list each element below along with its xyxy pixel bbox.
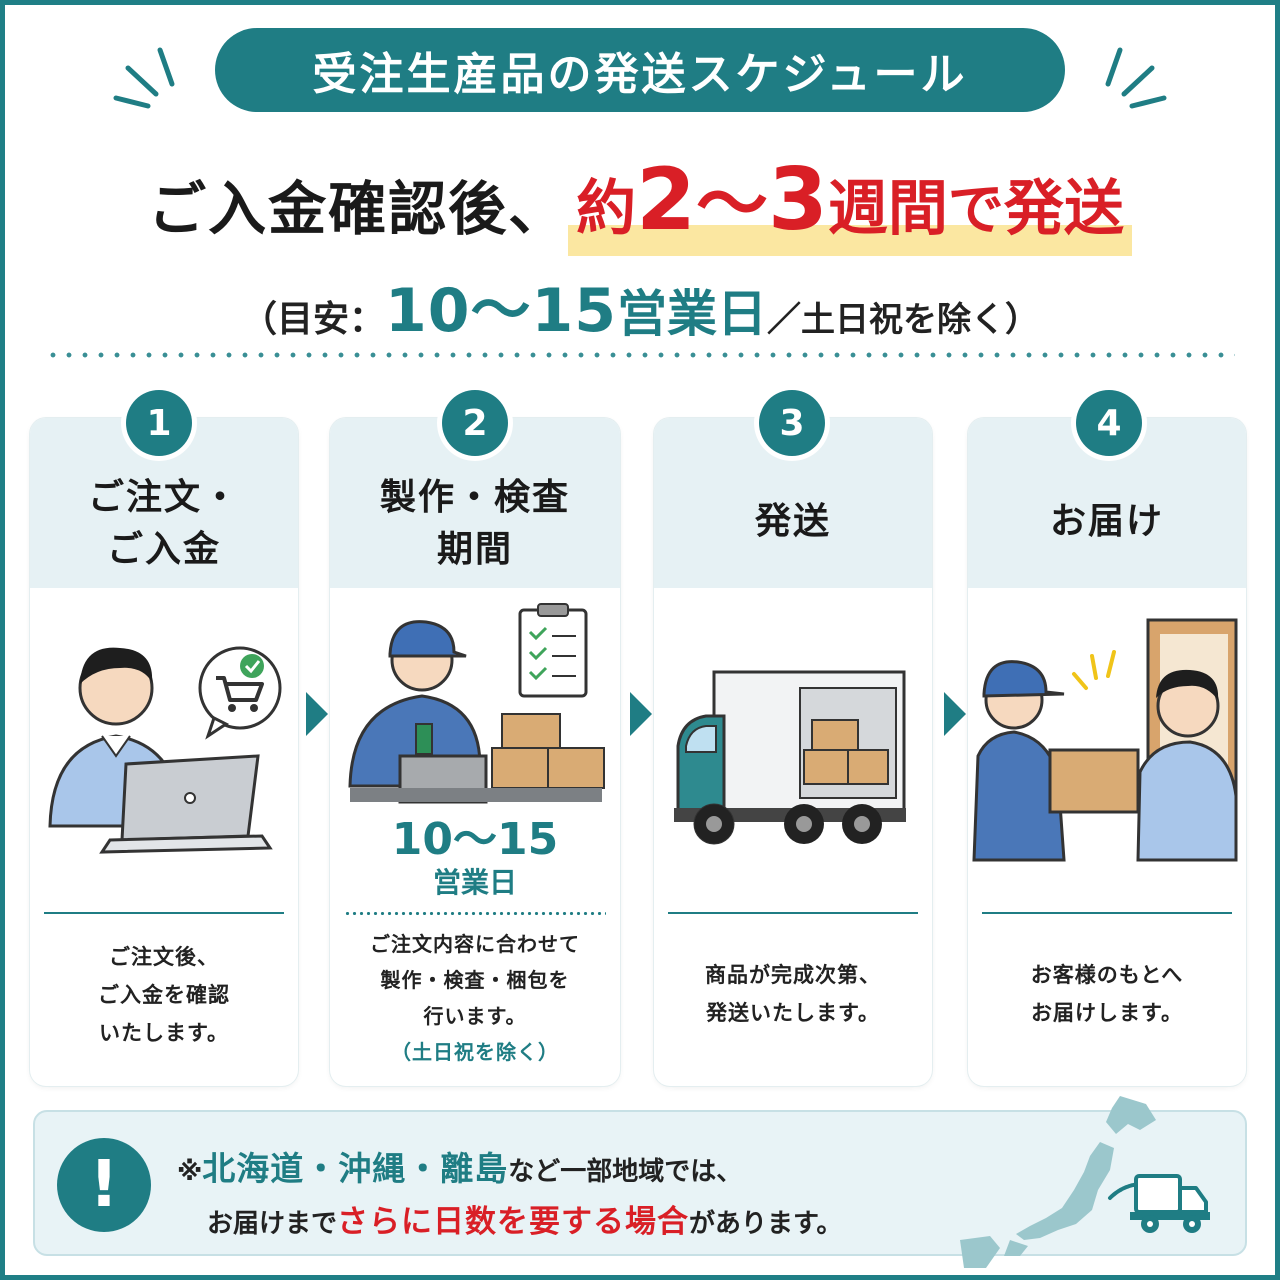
step-desc: ご注文後、 ご入金を確認 いたします。 [98, 945, 230, 1045]
dotted-divider [45, 352, 1235, 358]
step-title: 発送 [754, 501, 831, 542]
notice-places: 北海道・沖縄・離島 [202, 1149, 509, 1188]
notice-line-2-post: があります。 [689, 1209, 843, 1239]
notice-emphasis: さらに日数を要する場合 [337, 1204, 690, 1240]
delivery-truck-icon [674, 670, 906, 845]
step-desc: ご注文内容に合わせて 製作・検査・梱包を 行います。 （土日祝を除く） [370, 932, 580, 1064]
person-laptop-icon [48, 646, 282, 854]
step-number-badge: 2 [442, 390, 508, 456]
step-divider [982, 912, 1232, 914]
page-title: 受注生産品の発送スケジュール [215, 28, 1065, 112]
subline-unit: 営業日 [617, 285, 767, 343]
subline-close: ／土日祝を除く） [767, 300, 1039, 340]
step-card-1: ご注文・ ご入金 ご注文後、 ご入金を確認 いたします。 [30, 418, 298, 1086]
step-title: お届け [1049, 501, 1164, 542]
sparkle-left-icon [113, 47, 175, 109]
step-title: 製作・検査 期間 [379, 477, 570, 570]
step-arrow-icon [306, 692, 328, 736]
sparkle-right-icon [1105, 47, 1167, 109]
notice-mark: ※ [177, 1157, 203, 1187]
step-days-range: 10〜15 [391, 814, 559, 865]
headline: ご入金確認後、 約 2 〜 3 週間 で 発送 [0, 145, 1280, 256]
step-number-badge: 1 [126, 390, 192, 456]
exclamation-icon: ! [57, 1138, 151, 1232]
notice-box: ! ※ 北海道・沖縄・離島 など一部地域では、 お届けまで さらに日数を要する場… [33, 1110, 1247, 1256]
notice-line-1-rest: など一部地域では、 [508, 1157, 743, 1187]
notice-line-1: ※ 北海道・沖縄・離島 など一部地域では、 [177, 1142, 742, 1190]
step-days-unit: 営業日 [432, 866, 517, 899]
step-desc: 商品が完成次第、 発送いたします。 [705, 963, 881, 1025]
subline-range: 10〜15 [385, 276, 617, 346]
step-number-badge: 4 [1076, 390, 1142, 456]
notice-line-2: お届けまで さらに日数を要する場合 があります。 [207, 1196, 842, 1241]
step-arrow-icon [630, 692, 652, 736]
headline-action: 発送 [1003, 174, 1124, 244]
headline-tilde: 〜 [696, 162, 769, 246]
step-divider [668, 912, 918, 914]
headline-weeks-min: 2 [636, 150, 696, 250]
japan-map-icon [960, 1096, 1210, 1268]
step-divider [44, 912, 284, 914]
step-card-4: お届け お客様のもとへ お届けします。 [968, 418, 1246, 1086]
headline-highlight: 約 2 〜 3 週間 で 発送 [568, 145, 1132, 256]
step-divider [344, 912, 606, 915]
subline-open: （目安： [240, 299, 385, 340]
step-title: ご注文・ ご入金 [87, 477, 240, 570]
headline-prefix: ご入金確認後、 [148, 175, 569, 243]
step-card-3: 発送 商品が完成次第、 発送いたします。 [654, 418, 932, 1086]
headline-weeks-max: 3 [768, 150, 828, 250]
step-desc: お客様のもとへ お届けします。 [1030, 963, 1184, 1025]
headline-approx: 約 [576, 174, 637, 244]
notice-line-2-pre: お届けまで [207, 1209, 338, 1239]
headline-particle: で [947, 178, 1004, 243]
worker-assembly-icon [348, 603, 605, 804]
subline: （目安： 10〜15 営業日 ／土日祝を除く） [0, 262, 1280, 346]
headline-weeks-unit: 週間 [827, 174, 948, 244]
step-arrow-icon [944, 692, 966, 736]
step-number-badge: 3 [759, 390, 825, 456]
package-handover-icon [972, 618, 1238, 862]
step-card-2: 製作・検査 期間 10〜15 営業日 ご注文内容に合わせて 製作・検査・梱包を … [330, 418, 620, 1086]
